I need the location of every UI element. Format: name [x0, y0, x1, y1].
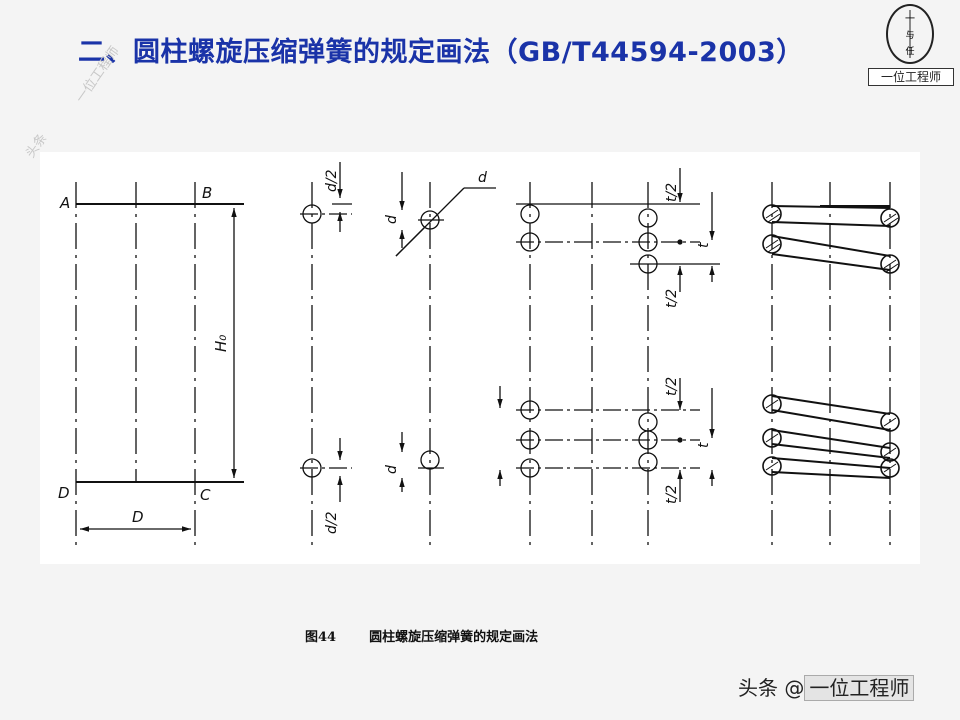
label-d-half-top: d/2 [324, 169, 340, 192]
label-diameter: D [132, 508, 144, 526]
page-title: 二、圆柱螺旋压缩弹簧的规定画法（GB/T44594-2003） [78, 37, 804, 68]
logo-label: 一位工程师 [868, 68, 954, 86]
source-credit: 头条 @一位工程师 [738, 672, 938, 706]
label-t-half-4: t/2 [664, 485, 680, 504]
label-t-2: t [696, 442, 712, 448]
label-d-leader: d [478, 170, 487, 186]
label-t-1: t [696, 242, 712, 248]
label-t-half-1: t/2 [664, 183, 680, 202]
figure-number: 图44 [305, 630, 337, 645]
view-outline [75, 182, 244, 547]
svg-text:任: 任 [905, 45, 914, 57]
logo-seal-icon: 一 与 任 [886, 4, 934, 64]
figure-caption-text: 圆柱螺旋压缩弹簧的规定画法 [369, 630, 539, 645]
view-pitch [497, 168, 720, 547]
label-a: A [59, 194, 70, 212]
label-d-bottom: d [384, 465, 400, 474]
label-c: C [200, 486, 211, 504]
spring-drawing-panel: A B C D D H₀ [40, 152, 920, 564]
label-t-half-3: t/2 [664, 377, 680, 396]
view-sectioned-coils [762, 182, 900, 547]
label-d-top: d [384, 215, 400, 224]
label-free-height: H₀ [212, 335, 230, 352]
label-b: B [202, 184, 212, 202]
label-t-half-2: t/2 [664, 289, 680, 308]
credit-author: 一位工程师 [804, 675, 915, 701]
credit-source: 头条 @ [738, 676, 805, 700]
svg-text:一: 一 [905, 14, 915, 25]
spring-drawing: A B C D D H₀ [58, 162, 900, 547]
label-d-half-bottom: d/2 [324, 511, 340, 534]
view-wire-sections [300, 162, 496, 547]
label-d-corner: D [58, 484, 70, 502]
svg-text:与: 与 [905, 30, 914, 41]
brand-logo: 一 与 任 一位工程师 [868, 4, 954, 86]
figure-caption: 图44 圆柱螺旋压缩弹簧的规定画法 [305, 626, 705, 645]
